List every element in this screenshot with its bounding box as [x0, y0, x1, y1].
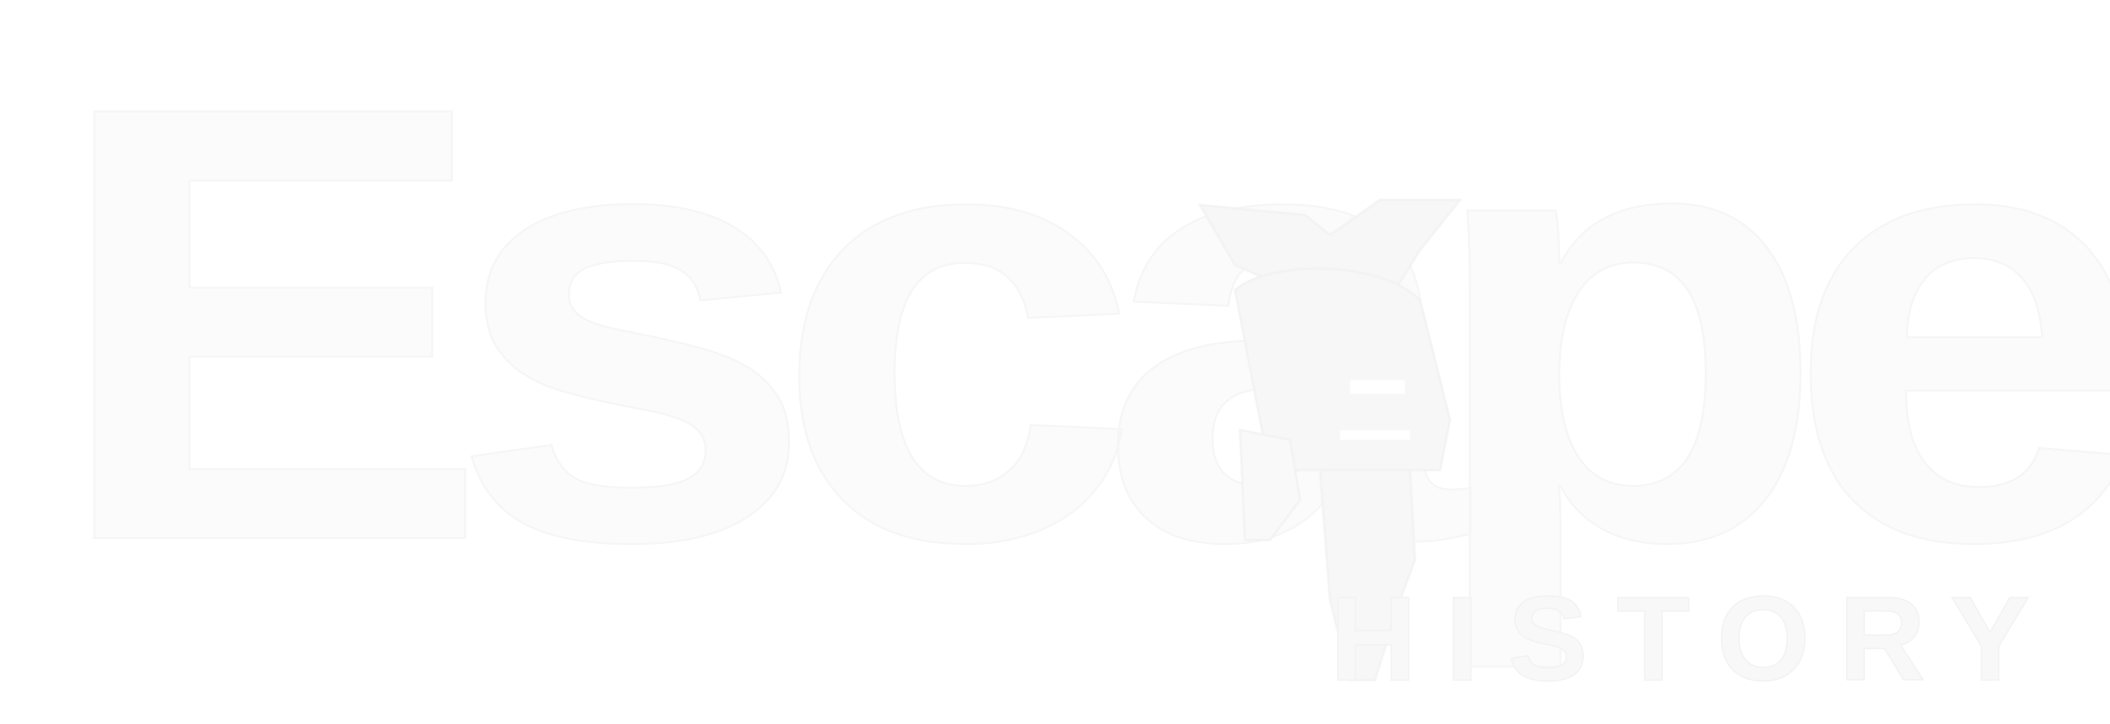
gladiator-helmet-icon [1198, 199, 1463, 681]
logo-word-main: Escape [50, 0, 2110, 674]
logo-word-sub: HISTORY [1330, 572, 2030, 706]
